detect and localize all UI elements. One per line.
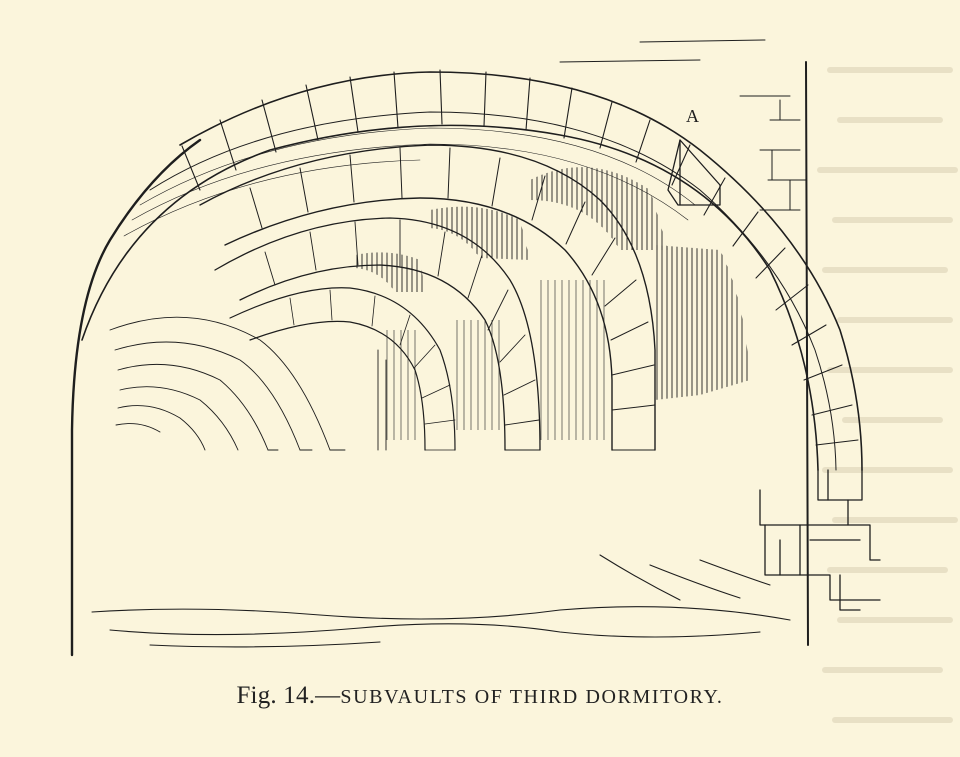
- receding-vault-ribs: [109, 316, 387, 451]
- right-wall-line: [805, 61, 809, 646]
- fourth-arch-extrados: [229, 287, 456, 451]
- figure-label-a: A: [686, 106, 699, 126]
- main-arch-extrados: [179, 71, 863, 471]
- wall-stones: [759, 99, 807, 211]
- outer-left-wall: [70, 138, 202, 657]
- vault-shadows: [355, 167, 750, 440]
- main-arch-voussoirs: [181, 69, 859, 446]
- main-right-pier: [759, 469, 881, 611]
- second-arch-extrados: [199, 144, 656, 451]
- figure-number: Fig. 14.—: [236, 682, 341, 709]
- figure-caption: Fig. 14.—SUBVAULTS OF THIRD DORMITORY.: [0, 682, 960, 710]
- vault-engraving: A: [70, 39, 881, 657]
- floor-lines: [91, 554, 791, 648]
- main-arch-band: [149, 111, 837, 471]
- top-rule: [559, 39, 791, 97]
- keystone-block: [667, 139, 721, 206]
- figure-title: SUBVAULTS OF THIRD DORMITORY.: [340, 686, 724, 708]
